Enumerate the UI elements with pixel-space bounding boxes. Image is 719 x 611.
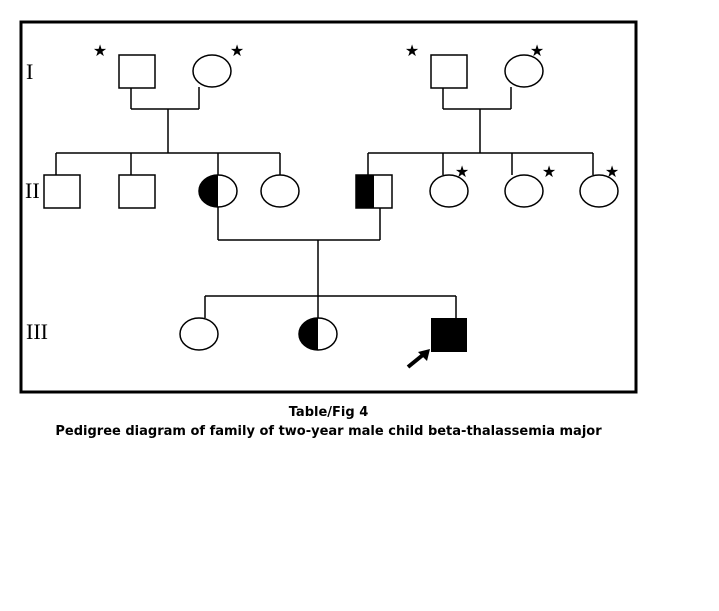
male-square-icon	[430, 54, 468, 89]
generation-label-I: I	[26, 59, 33, 84]
male-square-icon	[118, 54, 156, 89]
star-icon: ★	[405, 41, 419, 60]
carrier-fill	[199, 175, 218, 207]
individual-ii-2	[118, 174, 156, 209]
individual-ii-1	[43, 174, 81, 209]
figure-caption: Pedigree diagram of family of two-year m…	[55, 424, 602, 439]
female-circle-icon	[579, 174, 619, 208]
star-icon: ★	[455, 162, 469, 181]
female-circle-icon	[260, 174, 300, 208]
pedigree-diagram: I II III ★ ★ ★ ★ ★ ★ ★	[19, 20, 638, 394]
individual-ii-8: ★	[579, 162, 619, 208]
individual-iii-3	[431, 318, 467, 352]
individual-ii-3	[198, 174, 238, 208]
female-circle-icon	[192, 54, 232, 88]
pedigree-individuals: ★ ★ ★ ★ ★ ★ ★	[43, 41, 619, 352]
male-square-icon	[118, 174, 156, 209]
male-square-icon	[43, 174, 81, 209]
individual-i-2: ★	[192, 41, 244, 88]
generation-label-II: II	[25, 178, 40, 203]
individual-i-4: ★	[504, 41, 544, 88]
carrier-fill	[356, 175, 374, 208]
individual-iii-1	[179, 317, 219, 351]
individual-ii-5	[355, 174, 393, 209]
generation-label-III: III	[26, 319, 48, 344]
proband-arrow-icon	[406, 349, 430, 369]
figure-title: Table/Fig 4	[288, 405, 369, 420]
female-circle-icon	[504, 54, 544, 88]
star-icon: ★	[530, 41, 544, 60]
figure-border	[19, 20, 638, 394]
female-circle-icon	[179, 317, 219, 351]
female-circle-icon	[504, 174, 544, 208]
star-icon: ★	[605, 162, 619, 181]
individual-ii-7: ★	[504, 162, 556, 208]
pedigree-lines	[55, 87, 594, 318]
female-circle-icon	[429, 174, 469, 208]
individual-i-3: ★	[405, 41, 468, 89]
individual-i-1: ★	[93, 41, 156, 89]
star-icon: ★	[230, 41, 244, 60]
male-square-icon	[431, 318, 467, 352]
individual-iii-2	[298, 317, 338, 351]
star-icon: ★	[93, 41, 107, 60]
star-icon: ★	[542, 162, 556, 181]
individual-ii-6: ★	[429, 162, 469, 208]
carrier-fill	[299, 318, 318, 350]
individual-ii-4	[260, 174, 300, 208]
